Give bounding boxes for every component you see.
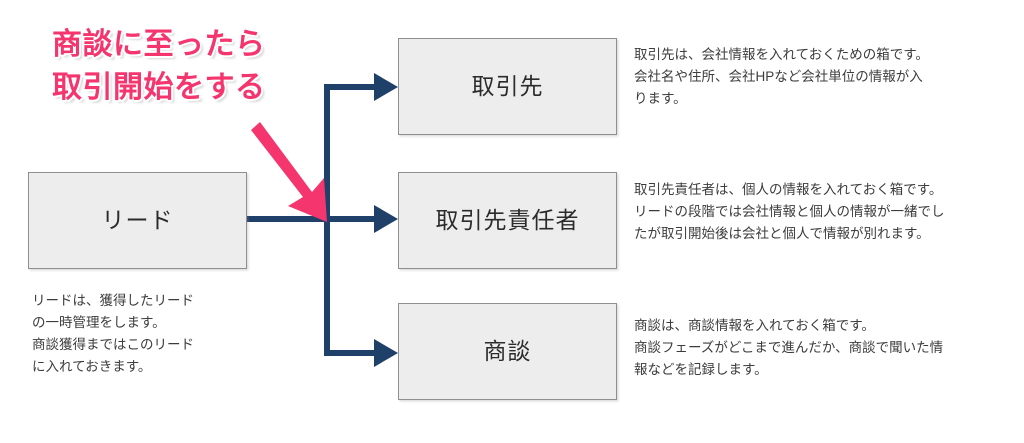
connector-branch-opportunity — [324, 350, 376, 356]
node-contact[interactable]: 取引先責任者 — [398, 172, 617, 269]
node-account[interactable]: 取引先 — [398, 38, 617, 135]
connector-branch-contact — [324, 216, 376, 222]
connector-lead-to-branch — [246, 216, 330, 222]
node-account-label: 取引先 — [471, 73, 544, 99]
arrowhead-account-icon — [374, 73, 398, 101]
headline-text: 商談に至ったら 取引開始をする — [52, 28, 266, 104]
node-opportunity[interactable]: 商談 — [398, 303, 617, 400]
arrowhead-contact-icon — [374, 205, 398, 233]
description-opportunity: 商談は、商談情報を入れておく箱です。 商談フェーズがどこまで進んだか、商談で聞い… — [634, 318, 944, 377]
description-lead: リードは、獲得したリード の一時管理をします。 商談獲得まではこのリード に入れ… — [32, 293, 194, 374]
node-lead-label: リード — [101, 207, 174, 233]
node-opportunity-label: 商談 — [483, 338, 532, 364]
description-account: 取引先は、会社情報を入れておくための箱です。 会社名や住所、会社HPなど会社単位… — [634, 47, 929, 106]
node-contact-label: 取引先責任者 — [435, 207, 580, 233]
description-contact: 取引先責任者は、個人の情報を入れておく箱です。 リードの段階では会社情報と個人の… — [634, 182, 945, 241]
arrowhead-opportunity-icon — [374, 339, 398, 367]
node-lead[interactable]: リード — [28, 172, 247, 269]
connector-branch-account — [324, 84, 376, 90]
